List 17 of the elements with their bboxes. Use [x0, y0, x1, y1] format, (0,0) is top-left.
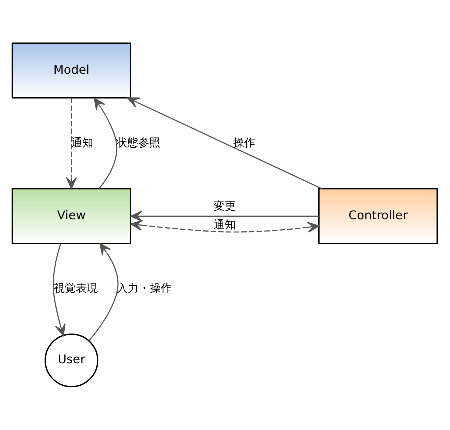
arrow: [130, 220, 320, 233]
edge-label: 視覚表現: [54, 282, 98, 295]
node-box: View: [12, 188, 132, 244]
edge-label: 通知: [72, 136, 94, 150]
arrow: [94, 98, 118, 190]
arrow: [66, 98, 78, 190]
edge-label: 通知: [214, 218, 236, 232]
arrow: [88, 243, 119, 342]
arrow: [127, 98, 322, 190]
node-box: Controller: [318, 188, 438, 244]
edge-label: 操作: [234, 136, 256, 150]
arrow: [130, 210, 319, 222]
node-box: Model: [12, 42, 132, 99]
edge-label: 状態参照: [116, 136, 160, 150]
node-circle: User: [44, 334, 99, 388]
arrow: [52, 244, 66, 336]
edge-label: 変更: [214, 200, 236, 213]
